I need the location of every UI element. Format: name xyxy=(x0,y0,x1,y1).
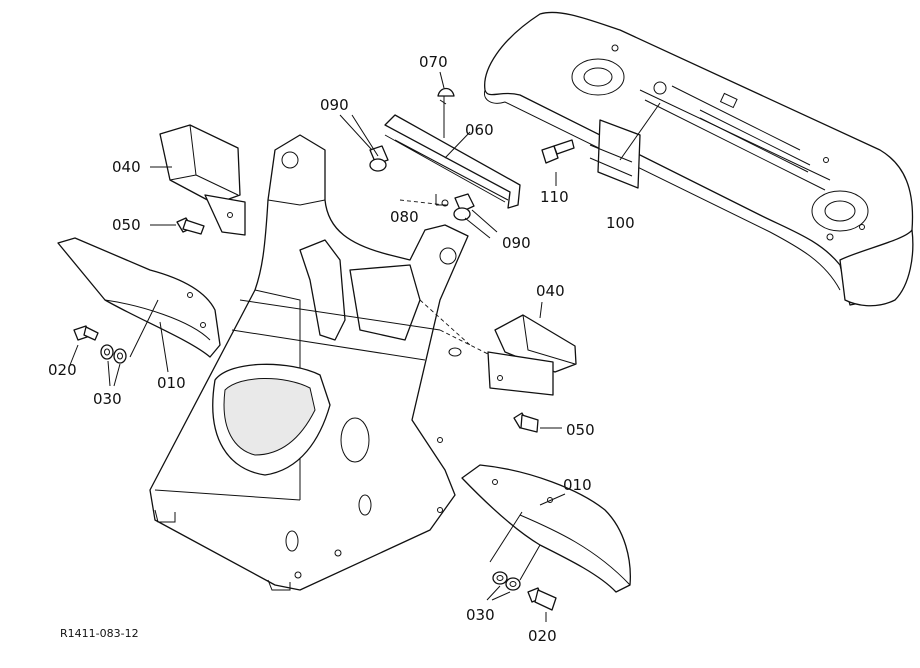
cushion-parts-090 xyxy=(339,114,498,239)
callout-050-left: 050 xyxy=(112,216,141,234)
callout-040-right: 040 xyxy=(536,282,565,300)
plate-part-100 xyxy=(589,102,661,189)
callout-080: 080 xyxy=(390,208,419,226)
bolt-part-020-left xyxy=(69,325,99,366)
step-part-010-right xyxy=(461,464,631,593)
bolt-part-020-right xyxy=(527,587,557,622)
callout-110: 110 xyxy=(540,188,569,206)
bolt-part-110 xyxy=(541,139,575,186)
callout-090-mid: 090 xyxy=(502,234,531,252)
bolt-part-050-right xyxy=(513,412,562,433)
callout-010-right: 010 xyxy=(563,476,592,494)
callout-060: 060 xyxy=(465,121,494,139)
main-frame xyxy=(149,134,471,591)
callout-030-right: 030 xyxy=(466,606,495,624)
callout-010-left: 010 xyxy=(157,374,186,392)
washers-part-030-left xyxy=(100,344,127,387)
step-part-010-left xyxy=(57,237,221,373)
callout-030-left: 030 xyxy=(93,390,122,408)
rear-counterweight xyxy=(483,11,914,307)
callout-070: 070 xyxy=(419,53,448,71)
bolt-part-050-left xyxy=(150,217,205,235)
washers-part-030-right xyxy=(486,571,521,601)
pin-part-080 xyxy=(435,194,449,207)
callout-020-right: 020 xyxy=(528,627,557,645)
callout-090-top: 090 xyxy=(320,96,349,114)
callout-040-left: 040 xyxy=(112,158,141,176)
cover-part-040-left xyxy=(150,124,246,236)
pin-part-070 xyxy=(437,71,455,138)
callout-050-right: 050 xyxy=(566,421,595,439)
callout-020-left: 020 xyxy=(48,361,77,379)
figure-code: R1411-083-12 xyxy=(60,627,139,640)
cover-part-040-right xyxy=(439,301,577,396)
bracket-part-060 xyxy=(384,114,521,209)
callout-100: 100 xyxy=(606,214,635,232)
